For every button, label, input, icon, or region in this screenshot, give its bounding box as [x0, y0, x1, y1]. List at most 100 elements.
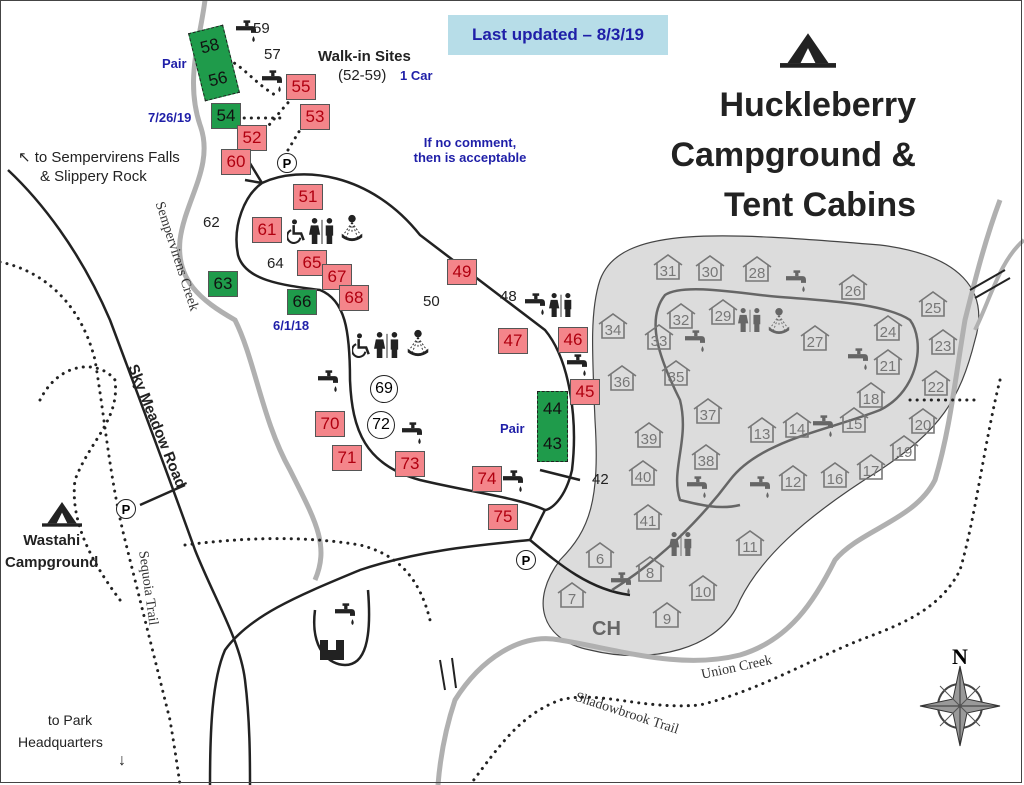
cabin-icon — [661, 360, 691, 386]
label-line: Wastahi — [23, 532, 81, 549]
tent-cabin-38[interactable]: 38 — [689, 443, 723, 471]
tent-cabin-35[interactable]: 35 — [659, 359, 693, 387]
campsite-60[interactable]: 60 — [221, 149, 251, 175]
campsite-59[interactable]: 59 — [253, 20, 270, 37]
campsite-42[interactable]: 42 — [592, 471, 609, 488]
tent-cabin-9[interactable]: 9 — [650, 601, 684, 629]
tent-cabin-40[interactable]: 40 — [626, 459, 660, 487]
campsite-51[interactable]: 51 — [293, 184, 323, 210]
tent-cabin-8[interactable]: 8 — [633, 555, 667, 583]
tent-cabin-28[interactable]: 28 — [740, 255, 774, 283]
tent-cabin-6[interactable]: 6 — [583, 541, 617, 569]
tent-cabin-18[interactable]: 18 — [854, 381, 888, 409]
tent-cabin-15[interactable]: 15 — [837, 406, 871, 434]
campsite-68[interactable]: 68 — [339, 285, 369, 311]
campsite-55[interactable]: 55 — [286, 74, 316, 100]
campsite-44[interactable]: 44 — [543, 399, 562, 419]
cabin-icon — [873, 315, 903, 341]
campsite-72[interactable]: 72 — [367, 411, 395, 439]
tent-cabin-16[interactable]: 16 — [818, 461, 852, 489]
tent-cabin-21[interactable]: 21 — [871, 348, 905, 376]
cabin-icon — [695, 255, 725, 281]
tent-cabin-37[interactable]: 37 — [691, 397, 725, 425]
campsite-65[interactable]: 65 — [297, 250, 327, 276]
campsite-47[interactable]: 47 — [498, 328, 528, 354]
campsite-74[interactable]: 74 — [472, 466, 502, 492]
campsite-56[interactable]: 56 — [206, 67, 230, 91]
cabin-icon — [838, 274, 868, 300]
campsite-46[interactable]: 46 — [558, 327, 588, 353]
tent-cabin-22[interactable]: 22 — [919, 369, 953, 397]
campsite-53[interactable]: 53 — [300, 104, 330, 130]
campsite-48[interactable]: 48 — [500, 288, 517, 305]
tent-cabin-12[interactable]: 12 — [776, 464, 810, 492]
tent-cabin-23[interactable]: 23 — [926, 328, 960, 356]
campsite-54[interactable]: 54 — [211, 103, 241, 129]
last-updated-banner: Last updated – 8/3/19 — [448, 15, 668, 55]
tent-cabin-20[interactable]: 20 — [906, 407, 940, 435]
cabin-number: 23 — [934, 338, 952, 355]
cabin-icon — [735, 530, 765, 556]
campsite-73[interactable]: 73 — [395, 451, 425, 477]
campsite-71[interactable]: 71 — [332, 445, 362, 471]
campsite-52[interactable]: 52 — [237, 125, 267, 151]
cabin-icon — [644, 324, 674, 350]
cabin-icon — [800, 325, 830, 351]
campsite-58[interactable]: 58 — [198, 34, 222, 58]
cabin-number: 8 — [645, 565, 655, 582]
cabin-icon — [585, 542, 615, 568]
tent-cabin-36[interactable]: 36 — [605, 364, 639, 392]
campsite-62[interactable]: 62 — [203, 214, 220, 231]
tent-cabin-39[interactable]: 39 — [632, 421, 666, 449]
tent-cabin-33[interactable]: 33 — [642, 323, 676, 351]
tent-cabin-34[interactable]: 34 — [596, 312, 630, 340]
tent-cabin-24[interactable]: 24 — [871, 314, 905, 342]
tent-cabin-29[interactable]: 29 — [706, 298, 740, 326]
cabin-number: 35 — [667, 369, 685, 386]
tent-cabin-19[interactable]: 19 — [887, 434, 921, 462]
tent-cabin-17[interactable]: 17 — [854, 453, 888, 481]
paired-campsites-44-43[interactable]: 44 43 — [537, 391, 568, 462]
cabin-number: 40 — [634, 469, 652, 486]
campsite-43[interactable]: 43 — [543, 433, 562, 453]
water-faucet-icon — [402, 422, 422, 444]
tent-cabin-30[interactable]: 30 — [693, 254, 727, 282]
campsite-69[interactable]: 69 — [370, 375, 398, 403]
campsite-50[interactable]: 50 — [423, 293, 440, 310]
campsite-70[interactable]: 70 — [315, 411, 345, 437]
campsite-61[interactable]: 61 — [252, 217, 282, 243]
tent-cabin-32[interactable]: 32 — [664, 302, 698, 330]
parking-icon: P — [116, 499, 136, 519]
tent-cabin-25[interactable]: 25 — [916, 290, 950, 318]
tent-cabin-41[interactable]: 41 — [631, 503, 665, 531]
restroom-icon — [374, 332, 399, 358]
label-line: Campground — [5, 554, 99, 571]
cabin-number: 7 — [567, 591, 577, 608]
date-note-66: 6/1/18 — [273, 318, 310, 333]
campsite-45[interactable]: 45 — [570, 379, 600, 405]
tent-cabin-7[interactable]: 7 — [555, 581, 589, 609]
tent-cabin-14[interactable]: 14 — [780, 411, 814, 439]
tent-cabin-27[interactable]: 27 — [798, 324, 832, 352]
campsite-66[interactable]: 66 — [287, 289, 317, 315]
water-faucet-icon — [567, 354, 587, 376]
campsite-67[interactable]: 67 — [322, 264, 352, 290]
tent-cabin-13[interactable]: 13 — [745, 416, 779, 444]
tent-cabin-31[interactable]: 31 — [651, 253, 685, 281]
campsite-57[interactable]: 57 — [264, 46, 281, 63]
cabin-number: 15 — [845, 416, 863, 433]
cabin-number: 29 — [714, 308, 732, 325]
cabin-icon — [820, 462, 850, 488]
campsite-75[interactable]: 75 — [488, 504, 518, 530]
campsite-64[interactable]: 64 — [267, 255, 284, 272]
cabin-icon — [653, 254, 683, 280]
sempervirens-creek — [177, 0, 324, 581]
tent-cabin-26[interactable]: 26 — [836, 273, 870, 301]
cabin-number: 18 — [862, 391, 880, 408]
tent-cabin-10[interactable]: 10 — [686, 574, 720, 602]
campsite-63[interactable]: 63 — [208, 271, 238, 297]
parking-icon: P — [277, 153, 297, 173]
water-faucet-icon — [262, 70, 282, 92]
campsite-49[interactable]: 49 — [447, 259, 477, 285]
tent-cabin-11[interactable]: 11 — [733, 529, 767, 557]
